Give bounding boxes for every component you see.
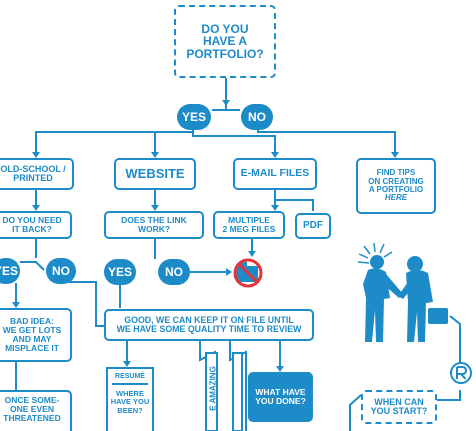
question-need-back-text: DO YOU NEED IT BACK? <box>2 215 62 234</box>
yes-label-printed: YES <box>0 264 18 278</box>
question-link-work[interactable]: DOES THE LINK WORK? <box>104 211 204 239</box>
yes-pill-website[interactable]: YES <box>104 259 136 285</box>
no-pill-website[interactable]: NO <box>158 259 190 285</box>
yes-label: YES <box>181 110 206 124</box>
yes-label-website: YES <box>107 265 132 279</box>
recycle-r-icon <box>450 362 472 384</box>
no-label-printed: NO <box>52 264 70 278</box>
question-pdf-text: PDF <box>303 219 323 231</box>
outcome-what-have-you-done-text: WHAT HAVE YOU DONE? <box>255 387 306 406</box>
question-need-back[interactable]: DO YOU NEED IT BACK? <box>0 211 72 239</box>
amazing-text: E AMAZING <box>208 366 218 411</box>
yes-pill-main[interactable]: YES <box>177 104 211 130</box>
outcome-keep-on-file-text: GOOD, WE CAN KEEP IT ON FILE UNTIL WE HA… <box>116 314 302 334</box>
outcome-keep-on-file: GOOD, WE CAN KEEP IT ON FILE UNTIL WE HA… <box>104 309 314 341</box>
no-pill-printed[interactable]: NO <box>46 258 76 284</box>
amazing-banner: E AMAZING <box>205 352 218 431</box>
branch-email[interactable]: E-MAIL FILES <box>233 158 317 190</box>
start-question: DO YOU HAVE A PORTFOLIO? <box>174 5 276 78</box>
branch-website[interactable]: WEBSITE <box>114 158 196 190</box>
no-label: NO <box>248 110 266 124</box>
divider-bar <box>232 352 243 431</box>
outcome-bad-idea: BAD IDEA: WE GET LOTS AND MAY MISPLACE I… <box>0 308 72 362</box>
resume-card[interactable]: RESUMÉ WHERE HAVE YOU BEEN? <box>106 367 154 431</box>
branch-tips-text: FIND TIPS ON CREATING A PORTFOLIO <box>368 168 424 194</box>
question-when-start-text: WHEN CAN YOU START? <box>370 396 428 416</box>
outcome-once-someone-text: ONCE SOME- ONE EVEN THREATENED <box>3 395 61 423</box>
question-multiple-files[interactable]: MULTIPLE 2 MEG FILES <box>213 211 285 239</box>
branch-old-school-text: OLD-SCHOOL / PRINTED <box>0 163 66 183</box>
question-link-work-text: DOES THE LINK WORK? <box>121 215 187 234</box>
outcome-bad-idea-text: BAD IDEA: WE GET LOTS AND MAY MISPLACE I… <box>2 316 62 353</box>
resume-title: RESUMÉ <box>112 373 148 385</box>
branch-old-school[interactable]: OLD-SCHOOL / PRINTED <box>0 158 74 190</box>
outcome-once-someone: ONCE SOME- ONE EVEN THREATENED <box>0 390 72 431</box>
no-folder-icon <box>233 258 263 288</box>
tips-here-link[interactable]: HERE <box>384 193 408 203</box>
start-question-text: DO YOU HAVE A PORTFOLIO? <box>186 21 264 61</box>
branch-email-text: E-MAIL FILES <box>240 167 310 180</box>
outcome-what-have-you-done: WHAT HAVE YOU DONE? <box>248 372 313 422</box>
no-label-website: NO <box>165 265 183 279</box>
branch-website-text: WEBSITE <box>125 166 185 182</box>
yes-pill-printed[interactable]: YES <box>0 258 20 284</box>
branch-tips[interactable]: FIND TIPS ON CREATING A PORTFOLIO HERE <box>356 158 436 214</box>
question-pdf[interactable]: PDF <box>295 213 331 239</box>
resume-question: WHERE HAVE YOU BEEN? <box>110 389 150 415</box>
handshake-icon <box>357 242 448 342</box>
question-multiple-files-text: MULTIPLE 2 MEG FILES <box>222 215 276 234</box>
no-pill-main[interactable]: NO <box>241 104 273 130</box>
question-when-start[interactable]: WHEN CAN YOU START? <box>361 390 437 424</box>
